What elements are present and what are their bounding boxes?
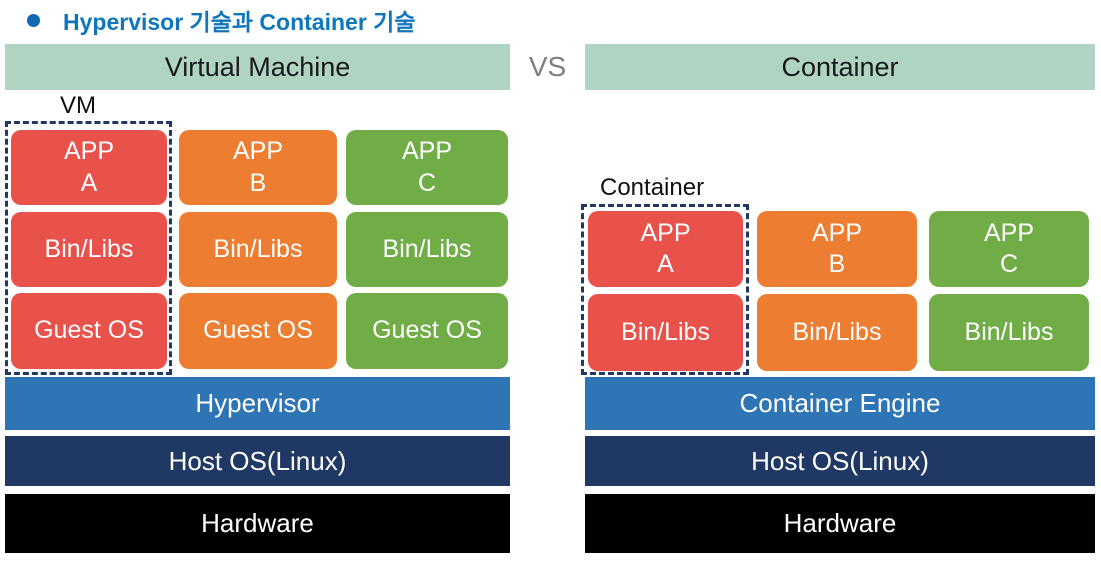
title-bullet-icon (27, 14, 40, 27)
cell-text: B (249, 168, 267, 197)
container-engine-layer: Container Engine (585, 377, 1095, 430)
cell-text: APP (983, 218, 1035, 247)
vm-cell-guestos-b: Guest OS (179, 293, 337, 369)
container-cell-binlibs-b: Bin/Libs (757, 294, 917, 371)
vm-label: VM (60, 92, 96, 119)
vm-host-os-layer: Host OS(Linux) (5, 436, 510, 486)
container-host-os-layer: Host OS(Linux) (585, 436, 1095, 486)
cell-text: Bin/Libs (44, 234, 134, 263)
container-cell-binlibs-a: Bin/Libs (588, 294, 743, 371)
cell-text: A (80, 168, 98, 197)
cell-text: B (828, 250, 846, 278)
container-cell-app-c: APP C (929, 211, 1089, 287)
cell-text: A (657, 250, 674, 278)
vm-header: Virtual Machine (5, 44, 510, 90)
container-header: Container (585, 44, 1095, 90)
vm-cell-app-b: APP B (179, 130, 337, 205)
container-dashed-outline (581, 204, 749, 375)
hypervisor-layer: Hypervisor (5, 377, 510, 430)
cell-text: C (999, 250, 1019, 278)
vm-dashed-outline (5, 121, 172, 375)
cell-text: Bin/Libs (382, 234, 472, 263)
cell-text: Bin/Libs (964, 317, 1054, 346)
container-cell-app-a: APP A (588, 211, 743, 287)
cell-text: APP (401, 137, 453, 166)
cell-text: APP (811, 218, 863, 247)
cell-text: APP (232, 137, 284, 166)
cell-text: APP (640, 218, 691, 247)
vs-label: VS (528, 51, 567, 82)
cell-text: APP (63, 137, 115, 166)
page-title: Hypervisor 기술과 Container 기술 (63, 9, 416, 35)
cell-text: Bin/Libs (213, 234, 303, 263)
cell-text: Bin/Libs (621, 317, 710, 346)
vm-hardware-layer: Hardware (5, 494, 510, 553)
cell-text: C (417, 168, 437, 197)
container-cell-binlibs-c: Bin/Libs (929, 294, 1089, 371)
vm-cell-guestos-c: Guest OS (346, 293, 508, 369)
container-label: Container (600, 174, 705, 201)
vm-cell-binlibs-b: Bin/Libs (179, 212, 337, 287)
vm-cell-app-c: APP C (346, 130, 508, 205)
vm-cell-binlibs-a: Bin/Libs (11, 212, 167, 287)
cell-text: Guest OS (34, 316, 144, 345)
vm-cell-guestos-a: Guest OS (11, 293, 167, 369)
cell-text: Guest OS (372, 316, 482, 345)
container-hardware-layer: Hardware (585, 494, 1095, 553)
vm-cell-app-a: APP A (11, 130, 167, 205)
cell-text: Guest OS (203, 316, 313, 345)
container-cell-app-b: APP B (757, 211, 917, 287)
cell-text: Bin/Libs (792, 317, 882, 346)
vm-cell-binlibs-c: Bin/Libs (346, 212, 508, 287)
